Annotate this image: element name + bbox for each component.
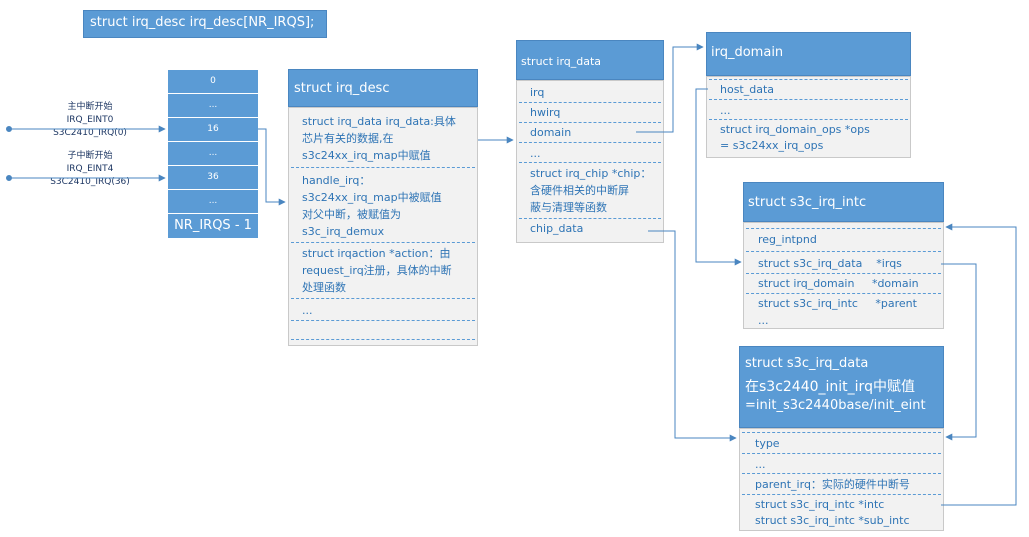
main-irq-label-1: 主中断开始	[67, 102, 113, 112]
divider	[746, 293, 941, 294]
main-irq-label-2: IRQ_EINT0	[66, 115, 114, 125]
irq-data-body	[516, 80, 664, 243]
s3c-irq-data-title: struct s3c_irq_data	[745, 356, 869, 371]
s3c-data-field-intc: struct s3c_irq_intc *intc	[755, 498, 885, 511]
s3c-irq-intc-body	[743, 222, 944, 329]
irq-desc-field-action: struct irqaction *action：由	[302, 247, 451, 260]
divider	[291, 320, 475, 321]
irq-data-field-irq: irq	[530, 86, 545, 99]
divider	[519, 162, 661, 163]
intc-field-parent: struct s3c_irq_intc *parent	[758, 297, 917, 310]
irq-data-field-dots: ...	[530, 147, 541, 160]
array-cell: ...	[168, 94, 258, 117]
intc-field-reg-intpnd: reg_intpnd	[758, 233, 817, 246]
divider	[519, 142, 661, 143]
divider	[291, 242, 475, 243]
s3c-data-field-sub-intc: struct s3c_irq_intc *sub_intc	[755, 514, 910, 527]
irq-domain-field-ops-line: = s3c24xx_irq_ops	[720, 139, 824, 152]
irqs-to-s3c-irq-data	[941, 263, 977, 441]
intc-field-dots: ...	[758, 314, 769, 327]
sub-irq-label-2: IRQ_EINT4	[66, 164, 114, 174]
array-cell: 36	[168, 166, 258, 189]
s3c-data-field-parent-irq: parent_irq：实际的硬件中断号	[755, 478, 910, 491]
s3c-data-field-dots: ...	[755, 458, 766, 471]
array-cell: ...	[168, 190, 258, 213]
s3c-irq-intc-title: struct s3c_irq_intc	[748, 195, 867, 210]
irq-desc-field-action-line: request_irq注册，具体的中断	[302, 264, 452, 277]
s3c-irq-data-title-line: 在s3c2440_init_irq中赋值	[745, 379, 915, 395]
irq-desc-field-handle-irq-line: s3c_irq_demux	[302, 225, 385, 238]
divider	[746, 273, 941, 274]
array-to-irq-desc	[258, 128, 286, 206]
sub-irq-label-3: S3C2410_IRQ(36)	[50, 177, 130, 187]
irq-desc-title: struct irq_desc	[294, 81, 390, 96]
irq-data-header	[516, 40, 664, 80]
irq-domain-title: irq_domain	[711, 45, 784, 60]
irq-desc-field-handle-irq: handle_irq：	[302, 174, 371, 187]
divider	[709, 119, 908, 120]
irq-domain-header	[706, 32, 911, 76]
array-cell: 0	[168, 70, 258, 93]
intc-field-irqs: struct s3c_irq_data *irqs	[758, 257, 902, 270]
host-data-to-intc	[695, 88, 742, 266]
sub-irq-label-1: 子中断开始	[67, 151, 113, 161]
irq-desc-field-action-line: 处理函数	[302, 281, 346, 294]
divider	[742, 473, 941, 474]
irq-desc-field-irq-data: struct irq_data irq_data:具体	[302, 115, 456, 128]
irq-desc-body	[288, 107, 478, 346]
divider	[519, 122, 661, 123]
array-declaration-text: struct irq_desc irq_desc[NR_IRQS];	[90, 15, 315, 30]
divider	[742, 453, 941, 454]
domain-to-irq-domain	[636, 43, 704, 133]
s3c-irq-data-title-line: =init_s3c2440base/init_eint	[745, 398, 926, 413]
divider	[746, 228, 941, 229]
intc-field-domain: struct irq_domain *domain	[758, 277, 919, 290]
irq-domain-field-ops: struct irq_domain_ops *ops	[720, 123, 870, 136]
chip-data-to-s3c-irq-data	[648, 230, 737, 442]
irq-data-field-chip-line: 蔽与清理等函数	[530, 201, 607, 214]
array-cell: ...	[168, 142, 258, 165]
divider	[742, 432, 941, 433]
divider	[291, 167, 475, 168]
s3c-irq-data-header	[739, 346, 944, 428]
irq-data-field-hwirq: hwirq	[530, 106, 561, 119]
irq-data-title: struct irq_data	[521, 55, 602, 68]
divider	[742, 494, 941, 495]
divider	[519, 102, 661, 103]
s3c-irq-intc-header	[743, 182, 944, 222]
irq-desc-field-dots: ...	[302, 304, 313, 317]
array-declaration-label	[83, 10, 327, 38]
divider	[291, 339, 475, 340]
divider	[291, 298, 475, 299]
irq-data-field-domain: domain	[530, 126, 572, 139]
irq-desc-field-handle-irq-line: s3c24xx_irq_map中被赋值	[302, 191, 442, 204]
irq-desc-field-handle-irq-line: 对父中断，被赋值为	[302, 208, 401, 221]
irq-desc-field-irq-data-line: s3c24xx_irq_map中赋值	[302, 149, 431, 162]
divider	[746, 251, 941, 252]
main-irq-label-3: S3C2410_IRQ(0)	[53, 128, 127, 138]
array-footer: NR_IRQS - 1	[168, 214, 258, 238]
divider	[709, 99, 908, 100]
array-cell: 16	[168, 118, 258, 141]
irq-domain-field-dots: ...	[720, 104, 731, 117]
irq-domain-body	[706, 76, 911, 158]
irq-desc-header	[288, 69, 478, 107]
intc-to-s3c-irq-intc	[941, 223, 1017, 506]
divider	[709, 79, 908, 80]
irq-domain-field-host-data: host_data	[720, 83, 775, 96]
divider	[519, 218, 661, 219]
s3c-irq-data-body	[739, 428, 944, 531]
irq-data-field-chip-data: chip_data	[530, 222, 584, 235]
irq-data-field-chip: struct irq_chip *chip：	[530, 167, 652, 180]
s3c-data-field-type: type	[755, 437, 780, 450]
irq-data-field-chip-line: 含硬件相关的中断屏	[530, 184, 629, 197]
irq-desc-field-irq-data-line: 芯片有关的数据,在	[302, 132, 394, 145]
